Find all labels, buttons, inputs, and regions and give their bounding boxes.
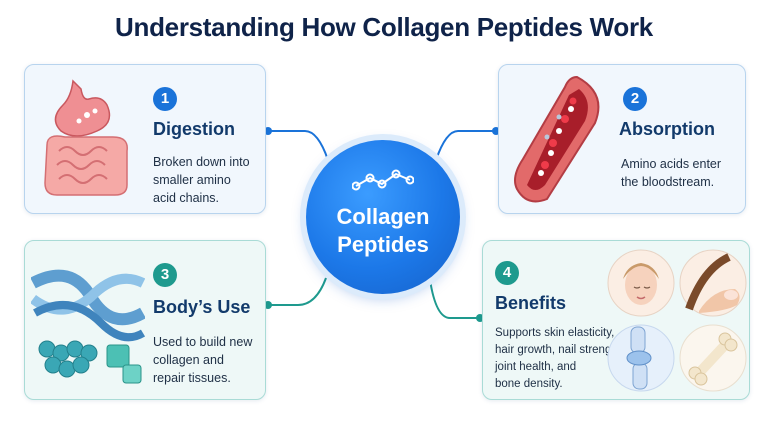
collagen-fiber-icon	[31, 269, 145, 384]
hair-nail-icon	[679, 249, 747, 317]
step-number: 1	[153, 87, 177, 111]
step-card-benefits: 4 Benefits Supports skin elasticity,hair…	[482, 240, 750, 400]
bone-icon	[679, 324, 747, 392]
step-number: 4	[495, 261, 519, 285]
step-number: 2	[623, 87, 647, 111]
digestive-system-icon	[44, 79, 128, 196]
step-heading: Benefits	[495, 293, 567, 313]
molecule-icon	[352, 169, 414, 191]
step-heading: Digestion	[153, 119, 236, 139]
blood-vessel-icon	[514, 75, 600, 203]
center-label-line1: Collagen	[336, 204, 430, 229]
knee-joint-icon	[607, 324, 675, 392]
face-icon	[607, 249, 675, 317]
step-heading: Absorption	[619, 119, 715, 139]
step-heading: Body’s Use	[153, 297, 251, 317]
center-label-line2: Peptides	[337, 232, 429, 257]
step-description: Supports skin elasticity,hair growth, na…	[495, 327, 625, 390]
collagen-peptides-hub: Collagen Peptides	[306, 140, 460, 294]
page-title: Understanding How Collagen Peptides Work	[115, 12, 653, 42]
step-number: 3	[153, 263, 177, 287]
